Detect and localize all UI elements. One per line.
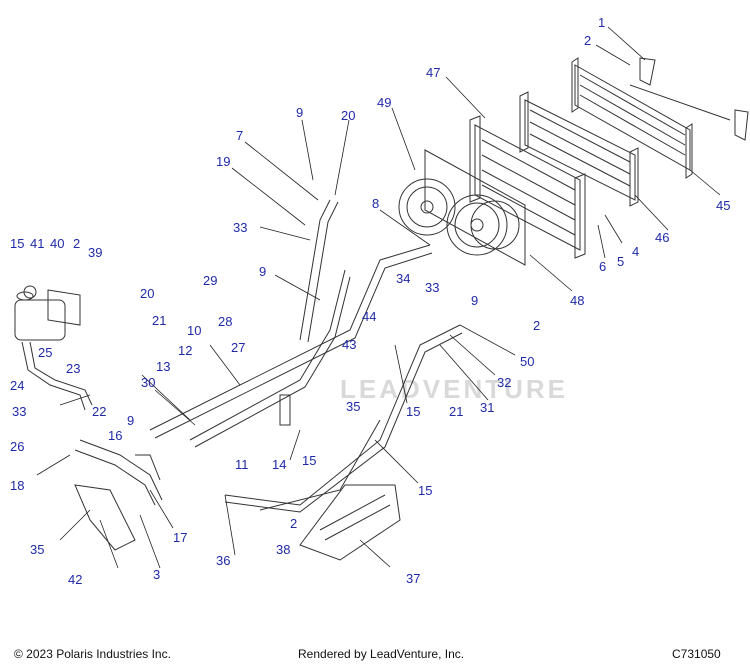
callout-9: 9	[296, 105, 303, 120]
callout-34: 34	[396, 271, 410, 286]
callout-33: 33	[233, 220, 247, 235]
callout-44: 44	[362, 309, 376, 324]
coolant-hoses-main	[149, 199, 433, 448]
callout-18: 18	[10, 478, 24, 493]
callout-30: 30	[141, 375, 155, 390]
callout-35-left: 35	[30, 542, 44, 557]
callout-47: 47	[426, 65, 440, 80]
callout-35: 35	[346, 399, 360, 414]
callout-38: 38	[276, 542, 290, 557]
diagram-code: C731050	[672, 647, 721, 661]
callout-15-center: 15	[302, 453, 316, 468]
callout-37: 37	[406, 571, 420, 586]
callout-15: 15	[10, 236, 24, 251]
callout-22: 22	[92, 404, 106, 419]
hose-bracket	[74, 484, 136, 551]
callout-28: 28	[218, 314, 232, 329]
callout-40: 40	[50, 236, 64, 251]
watermark: LEADVENTURE	[340, 374, 568, 404]
callout-11: 11	[235, 457, 249, 472]
copyright-text: © 2023 Polaris Industries Inc.	[14, 647, 171, 661]
reservoir-hoses	[21, 341, 93, 411]
callout-49: 49	[377, 95, 391, 110]
callout-20-left: 20	[140, 286, 154, 301]
lower-radiator-hoses	[74, 439, 163, 506]
callout-10: 10	[187, 323, 201, 338]
callout-43: 43	[342, 337, 356, 352]
callout-2-reservoir: 2	[73, 236, 80, 251]
callout-9-mid: 9	[259, 264, 266, 279]
coolant-hoses-lower	[224, 324, 463, 513]
callout-50: 50	[520, 354, 534, 369]
callout-45: 45	[716, 198, 730, 213]
callout-14: 14	[272, 457, 286, 472]
callout-36: 36	[216, 553, 230, 568]
callout-48: 48	[570, 293, 584, 308]
callout-8: 8	[372, 196, 379, 211]
callout-6: 6	[599, 259, 606, 274]
callout-15-mid: 15	[406, 404, 420, 419]
radiator-assembly-middle	[519, 91, 639, 207]
callout-labels: 1 2 47 49 9 20 7 19 8 33 15 41 40 2 39 4…	[10, 15, 730, 587]
callout-15-lower: 15	[418, 483, 432, 498]
callout-3: 3	[153, 567, 160, 582]
coolant-reservoir	[14, 285, 81, 341]
center-bracket	[279, 394, 291, 426]
callout-5: 5	[617, 254, 624, 269]
callout-13: 13	[156, 359, 170, 374]
callout-32: 32	[497, 375, 511, 390]
callout-7: 7	[236, 128, 243, 143]
skid-plate-guard	[299, 484, 401, 561]
callout-2-lower: 2	[290, 516, 297, 531]
callout-9-left: 9	[127, 413, 134, 428]
leader-lines	[36, 26, 721, 569]
callout-21: 21	[152, 313, 166, 328]
callout-2: 2	[584, 33, 591, 48]
callout-19: 19	[216, 154, 230, 169]
watermark-text: LEADVENTURE	[340, 374, 568, 404]
callout-17: 17	[173, 530, 187, 545]
callout-4: 4	[632, 244, 639, 259]
radiator-assembly-rear	[571, 57, 749, 179]
callout-31: 31	[480, 400, 494, 415]
callout-27: 27	[231, 340, 245, 355]
callout-12: 12	[178, 343, 192, 358]
callout-29: 29	[203, 273, 217, 288]
callout-25: 25	[38, 345, 52, 360]
callout-23: 23	[66, 361, 80, 376]
callout-33-left: 33	[12, 404, 26, 419]
callout-26: 26	[10, 439, 24, 454]
callout-46: 46	[655, 230, 669, 245]
callout-21-right: 21	[449, 404, 463, 419]
fan-shroud-assembly	[398, 149, 526, 266]
radiator-front	[469, 115, 586, 259]
callout-9-fan: 9	[471, 293, 478, 308]
callout-1: 1	[598, 15, 605, 30]
callout-42: 42	[68, 572, 82, 587]
callout-16: 16	[108, 428, 122, 443]
callout-39: 39	[88, 245, 102, 260]
callout-41: 41	[30, 236, 44, 251]
callout-33-right: 33	[425, 280, 439, 295]
callout-24: 24	[10, 378, 24, 393]
callout-20: 20	[341, 108, 355, 123]
callout-2-fan: 2	[533, 318, 540, 333]
rendered-by-text: Rendered by LeadVenture, Inc.	[298, 647, 465, 661]
